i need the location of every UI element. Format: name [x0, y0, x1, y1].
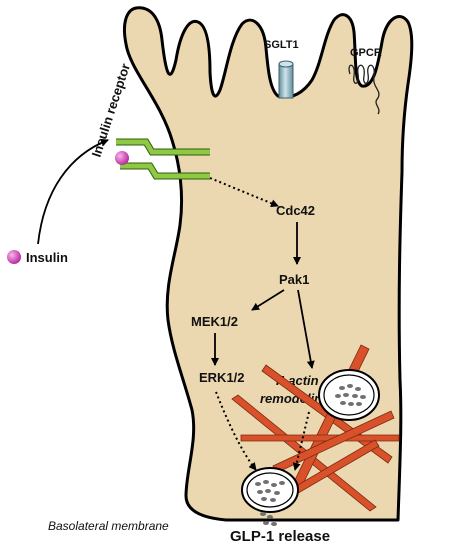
receptor-to-cdc42-arrow: [209, 177, 279, 208]
insulin-binding-arrow: [37, 138, 109, 245]
erk12-label: ERK1/2: [199, 370, 245, 385]
insulin-dot: [7, 250, 21, 264]
sglt1-label: SGLT1: [264, 39, 299, 51]
vesicle-upper: [318, 369, 380, 421]
gpcr-label: GPCR: [350, 47, 382, 59]
mek12-label: MEK1/2: [191, 314, 238, 329]
sglt1-transporter: [278, 60, 294, 99]
pak1-to-mek12-arrow: [251, 289, 285, 311]
glp1-release-label: GLP-1 release: [230, 528, 330, 545]
pak1-label: Pak1: [279, 272, 309, 287]
gpcr-receptor: [348, 64, 380, 115]
cdc42-label: Cdc42: [276, 203, 315, 218]
pak1-to-factin-arrow: [297, 289, 315, 369]
insulin-receptor: [116, 138, 210, 180]
vesicle-release: [241, 467, 299, 513]
basolateral-membrane-label: Basolateral membrane: [48, 519, 169, 533]
insulin-label: Insulin: [26, 250, 68, 265]
bound-insulin-dot: [115, 151, 129, 165]
released-granules: [260, 512, 277, 526]
